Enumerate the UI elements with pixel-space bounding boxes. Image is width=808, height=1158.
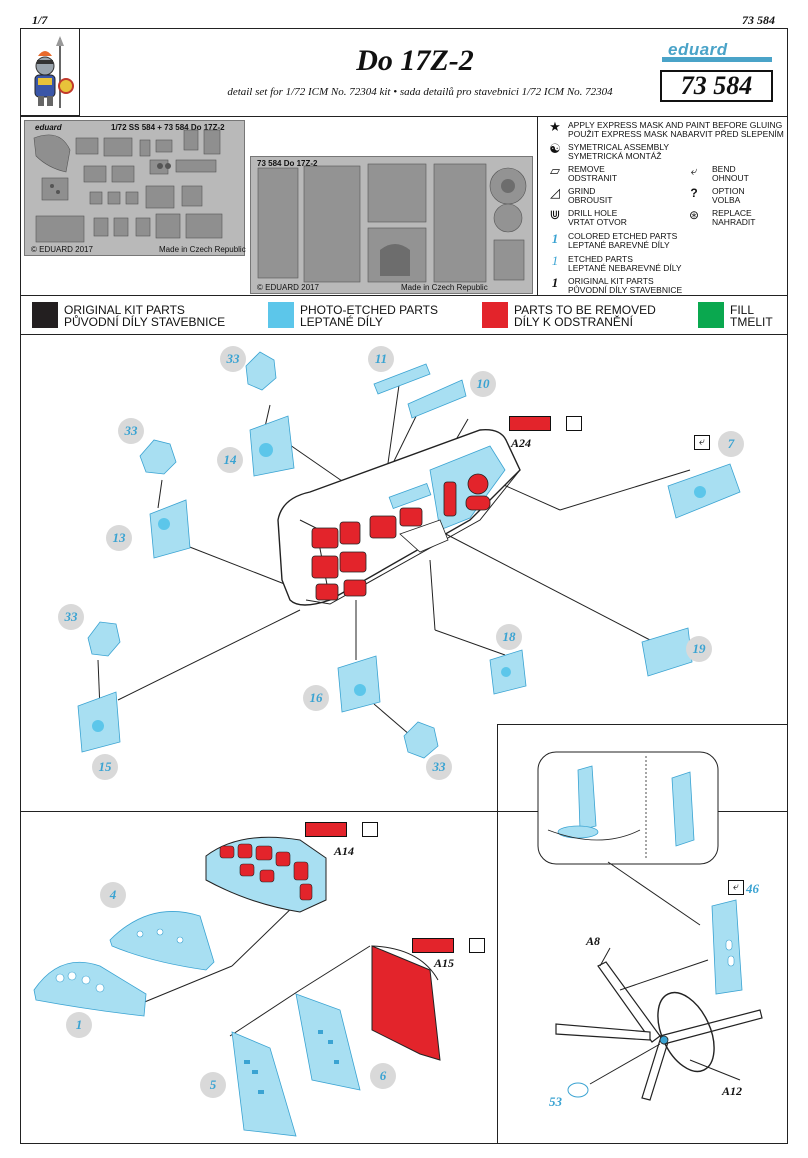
legend-line: POUŽIT EXPRESS MASK NABARVIT PŘED SLEPEN… [568,129,784,139]
star-icon: ★ [549,119,561,134]
remove-tag [509,416,551,431]
product-code-top: 73 584 [742,13,775,27]
legend-line: COLORED ETCHED PARTS [568,231,678,241]
grind-icon [566,416,582,431]
color-swatch-photo-etched [268,302,294,328]
legend-line: REMOVE [568,164,605,174]
legend-line: NAHRADIT [712,217,756,227]
legend-line: LEPTANÉ NEBAREVNÉ DÍLY [568,263,682,273]
legend-line: ORIGINAL KIT PARTS [568,276,654,286]
remove-tag [412,938,454,953]
product-number-box: 73 584 [660,70,773,102]
fret2-copyright: © EDUARD 2017 [257,283,319,292]
grind-icon [469,938,485,953]
part-number-label: 53 [549,1094,562,1109]
brand-logo: eduard [668,40,728,59]
legend-line: APPLY EXPRESS MASK AND PAINT BEFORE GLUI… [568,120,783,130]
part-number-callout: 16 [303,685,329,711]
assembly-section-3 [497,724,788,1144]
fret1-code: 1/72 SS 584 + 73 584 Do 17Z-2 [111,123,225,132]
part-number-callout: 33 [118,418,144,444]
page-title: Do 17Z-2 [356,44,474,77]
replace-icon: ⊛ [688,208,700,222]
part-number-callout: 33 [58,604,84,630]
assembly-section-2 [20,811,498,1144]
bend-icon: ⤶ [694,435,710,450]
legend-line: SYMETRICAL ASSEMBLY [568,142,670,152]
kit-part-ref: A12 [722,1084,743,1098]
remove-tag [305,822,347,837]
kit-part-ref: A24 [511,436,532,450]
color-swatch-fill [698,302,724,328]
grind-icon: ◿ [550,185,560,200]
part-number-callout: 33 [426,754,452,780]
colored-etched-icon: 1 [551,231,559,246]
mascot-box [20,28,80,116]
legend-line: LEPTANÉ BAREVNÉ DÍLY [568,240,670,250]
etched-icon: 1 [551,253,559,268]
original-icon: 1 [551,275,559,290]
yin-yang-icon: ☯ [549,141,561,156]
legend-line: GRIND [568,186,596,196]
legend-line: BEND [712,164,736,174]
part-number-callout: 15 [92,754,118,780]
kit-part-ref: A8 [586,934,601,948]
part-number-callout: 10 [470,371,496,397]
kit-part-ref: A14 [334,844,355,858]
fret-sheet-2: 73 584 Do 17Z-2 © EDUARD 2017 Made in Cz… [250,156,533,294]
kit-part-ref: A15 [434,956,455,970]
fret1-copyright: © EDUARD 2017 [31,245,93,254]
legend-line: ODSTRANIT [568,173,618,183]
part-number-callout: 18 [496,624,522,650]
part-number-callout: 4 [100,882,126,908]
legend-line: VRTAT OTVOR [568,217,627,227]
fret-sheet-1: eduard 1/72 SS 584 + 73 584 Do 17Z-2 © E… [24,120,246,256]
legend-line: DRILL HOLE [568,208,618,218]
option-icon: ? [690,186,698,200]
part-number-callout: 6 [370,1063,396,1089]
drill-icon: ⋓ [549,207,561,222]
part-number-callout: 14 [217,447,243,473]
legend-line: SYMETRICKÁ MONTÁŽ [568,151,662,161]
fret1-made-in: Made in Czech Republic [159,245,246,254]
part-number-callout: 1 [66,1012,92,1038]
part-number-callout: 5 [200,1072,226,1098]
part-number-callout: 13 [106,525,132,551]
part-number-label: 46 [746,881,759,896]
legend-line: OPTION [712,186,745,196]
fret2-code: 73 584 Do 17Z-2 [257,159,318,168]
part-number-callout: 7 [718,431,744,457]
legend-line: VOLBA [712,195,741,205]
bend-icon: ⤶ [690,164,698,178]
page-subtitle: detail set for 1/72 ICM No. 72304 kit • … [227,86,613,98]
fret2-made-in: Made in Czech Republic [401,283,488,292]
part-number-callout: 33 [220,346,246,372]
legend-line: PŮVODNÍ DÍLY STAVEBNICE [568,285,683,295]
bend-icon: ⤶ [728,880,744,895]
brand-logo-bar [662,57,772,62]
grind-icon [362,822,378,837]
fret1-brand: eduard [35,123,62,132]
legend-line: OBROUSIT [568,195,613,205]
legend-line: OHNOUT [712,173,749,183]
remove-icon: ▱ [550,163,560,178]
color-swatch-original [32,302,58,328]
part-number-callout: 19 [686,636,712,662]
legend-line: REPLACE [712,208,752,218]
color-swatch-remove [482,302,508,328]
page-number: 1/7 [32,13,48,27]
legend-line: ETCHED PARTS [568,254,633,264]
part-number-callout: 11 [368,346,394,372]
